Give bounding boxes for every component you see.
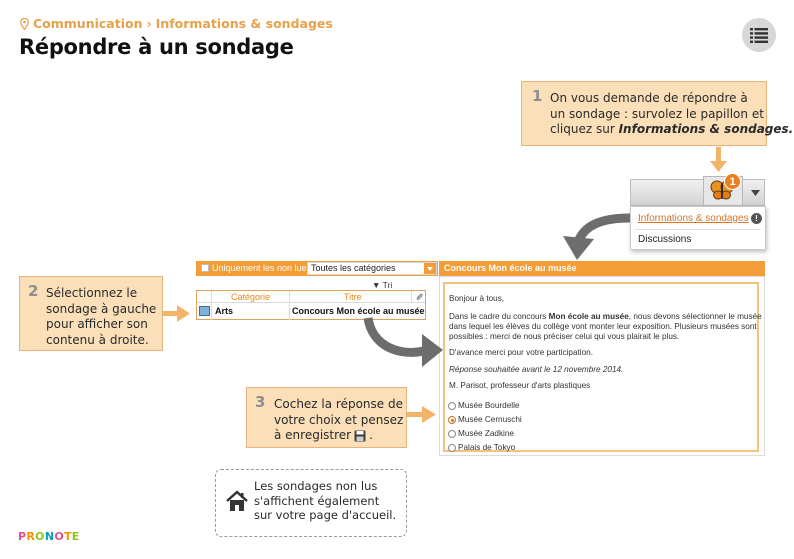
step-1-line-2: un sondage : survolez le papillon et	[550, 106, 764, 121]
breadcrumb-separator: ›	[146, 16, 152, 31]
menu-item-informations-sondages[interactable]: Informations & sondages	[638, 213, 749, 224]
breadcrumb-section[interactable]: Communication	[33, 16, 143, 31]
page-title: Répondre à un sondage	[19, 35, 294, 59]
survey-greeting: Bonjour à tous,	[449, 294, 505, 303]
logo-letter: N	[44, 530, 55, 543]
info-line-1: Les sondages non lus	[254, 479, 378, 493]
menu-button[interactable]	[742, 18, 776, 52]
table-row[interactable]: Arts Concours Mon école au musée	[197, 304, 425, 319]
step-2-number: 2	[28, 282, 39, 300]
home-icon	[226, 490, 248, 511]
option-radio[interactable]	[448, 402, 456, 410]
logo-letter: R	[26, 530, 36, 543]
logo-letter: E	[71, 530, 80, 543]
column-header-category[interactable]: Catégorie	[231, 292, 271, 302]
survey-panel-header: Concours Mon école au musée	[439, 261, 765, 276]
curved-arrow-icon	[563, 213, 631, 260]
survey-body-line-3: possibles : merci de nous préciser celui…	[449, 332, 680, 341]
survey-body-line-1: Dans le cadre du concours Mon école au m…	[449, 312, 762, 322]
survey-content: Bonjour à tous, Dans le cadre du concour…	[443, 282, 762, 454]
notification-count-badge: 1	[724, 173, 741, 190]
unread-only-label: Uniquement les non lues	[212, 263, 312, 273]
survey-option[interactable]: Musée Cernuschi	[445, 415, 565, 426]
column-divider	[211, 291, 212, 320]
curved-arrow-icon	[363, 317, 443, 367]
survey-body-line-1-post: , nous devons sélectionner le musée	[628, 312, 762, 321]
survey-list-table: Catégorie Titre Arts Concours Mon école …	[196, 290, 426, 320]
location-pin-icon	[20, 17, 29, 30]
step-3-number: 3	[255, 393, 266, 411]
arrow-right-icon	[407, 406, 436, 423]
save-floppy-icon	[354, 430, 366, 442]
survey-body-line-1-bold: Mon école au musée	[548, 312, 629, 321]
step-1-line-3: cliquez sur	[550, 122, 619, 136]
paperclip-icon	[416, 293, 423, 301]
logo-letter: T	[63, 530, 72, 543]
arrow-right-icon	[163, 305, 190, 322]
survey-option[interactable]: Musée Zadkine	[445, 429, 565, 440]
option-label: Palais de Tokyo	[458, 443, 516, 452]
sort-button[interactable]: ▼ Tri	[372, 280, 393, 290]
step-1-callout: 1 On vous demande de répondre à un sonda…	[521, 81, 793, 146]
row-category: Arts	[215, 306, 234, 316]
option-radio-selected[interactable]	[448, 416, 456, 424]
step-2-line-3: pour afficher son	[46, 317, 148, 331]
option-label: Musée Cernuschi	[458, 415, 522, 424]
category-select[interactable]: Toutes les catégories	[307, 262, 437, 275]
step-1-line-3-bold: Informations & sondages.	[618, 122, 794, 136]
info-line-2: s'affichent également	[254, 493, 380, 508]
step-3-callout: 3 Cochez la réponse de votre choix et pe…	[246, 387, 407, 448]
caret-down-icon	[750, 190, 760, 196]
survey-option[interactable]: Palais de Tokyo	[445, 443, 565, 454]
survey-screen-icon	[199, 306, 210, 316]
step-1-line-1: On vous demande de répondre à	[550, 91, 748, 105]
logo-letter: O	[35, 530, 45, 543]
step-1-number: 1	[532, 87, 543, 105]
step-2-callout: 2 Sélectionnez le sondage à gauche pour …	[19, 276, 163, 351]
step-3-line-1: Cochez la réponse de	[274, 397, 403, 411]
alert-icon: !	[751, 213, 762, 224]
attachment-column-header[interactable]	[411, 291, 425, 302]
step-3-line-3: à enregistrer	[274, 428, 352, 442]
breadcrumb: Communication › Informations & sondages	[20, 16, 333, 31]
breadcrumb-page[interactable]: Informations & sondages	[155, 16, 333, 31]
row-title: Concours Mon école au musée	[292, 306, 425, 316]
notifications-dropdown-toggle[interactable]	[745, 181, 765, 205]
step-3-line-3-end: .	[369, 428, 373, 442]
option-label: Musée Zadkine	[458, 429, 514, 438]
option-radio[interactable]	[448, 430, 456, 438]
logo-letter: P	[18, 530, 27, 543]
list-filter-bar: Uniquement les non lues Toutes les catég…	[196, 261, 438, 276]
survey-deadline: Réponse souhaitée avant le 12 novembre 2…	[449, 365, 624, 374]
step-2-line-1: Sélectionnez le	[46, 286, 138, 300]
unread-only-checkbox[interactable]	[201, 264, 209, 272]
survey-body-line-2: dans lequel les élèves du collège vont m…	[449, 322, 757, 331]
info-line-3: sur votre page d'accueil.	[254, 508, 397, 522]
option-label: Musée Bourdelle	[458, 401, 520, 410]
survey-panel: Bonjour à tous, Dans le cadre du concour…	[439, 276, 765, 456]
survey-signature: M. Parisot, professeur d'arts plastiques	[449, 381, 591, 390]
step-2-line-4: contenu à droite.	[46, 332, 149, 347]
step-3-line-2: votre choix et pensez	[274, 412, 404, 427]
pronote-logo: PRONOTE	[18, 530, 80, 543]
select-arrow-icon	[424, 263, 436, 274]
column-header-title[interactable]: Titre	[344, 292, 362, 302]
table-header: Catégorie Titre	[197, 291, 425, 303]
notifications-dropdown-menu: Informations & sondages ! Discussions	[630, 206, 766, 250]
category-select-value: Toutes les catégories	[311, 263, 396, 273]
option-radio[interactable]	[448, 444, 456, 452]
survey-option[interactable]: Musée Bourdelle	[445, 401, 565, 412]
list-menu-icon	[750, 28, 768, 43]
step-2-line-2: sondage à gauche	[46, 301, 157, 316]
arrow-down-icon	[710, 147, 727, 172]
survey-body-line-1-pre: Dans le cadre du concours	[449, 312, 549, 321]
survey-thanks: D'avance merci pour votre participation.	[449, 348, 594, 357]
menu-item-discussions[interactable]: Discussions	[638, 234, 692, 245]
column-divider	[289, 291, 290, 320]
logo-letter: O	[54, 530, 64, 543]
menu-divider	[635, 229, 761, 230]
home-page-info-box: Les sondages non lus s'affichent égaleme…	[215, 469, 407, 537]
